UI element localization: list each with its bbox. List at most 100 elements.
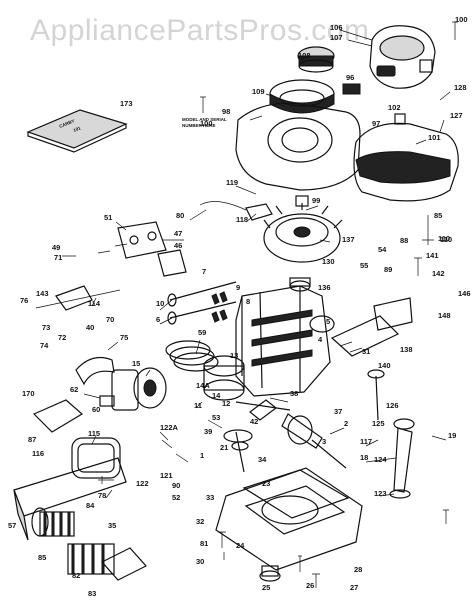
callout: 85: [38, 553, 46, 562]
callout: 128: [454, 83, 467, 92]
callout: 142: [432, 269, 445, 278]
callout: 121: [160, 471, 173, 480]
callout: 19: [448, 431, 456, 440]
callout: 40: [86, 323, 94, 332]
callout: 141: [426, 251, 439, 260]
callout: 9: [236, 283, 240, 292]
valves: [167, 281, 237, 325]
callout: 83: [88, 589, 96, 598]
callout: 35: [108, 521, 116, 530]
flywheel-key: [295, 195, 309, 207]
flywheel: [263, 203, 343, 263]
callout: 18: [360, 453, 368, 462]
callout: 140: [378, 361, 391, 370]
callout: 32: [196, 517, 204, 526]
callout: 125: [372, 419, 385, 428]
callout: 10: [156, 299, 164, 308]
owners-manual: CARBY 101: [26, 109, 128, 153]
callout-labels: 100 106 107 108 109 110 102 101 127 128 …: [8, 15, 471, 598]
oil-fill-tube: [389, 418, 415, 499]
manual-label-line1: CARBY: [59, 118, 76, 129]
callout: 23: [262, 479, 270, 488]
callout: 4: [318, 335, 323, 344]
callout: 126: [386, 401, 399, 410]
model-serial-note-line2: NUMBER HERE: [182, 123, 216, 128]
air-filter-cover: [369, 25, 436, 89]
callout: 31: [362, 347, 370, 356]
callout: 88: [400, 236, 408, 245]
callout: 54: [378, 245, 387, 254]
intake-bracket: [117, 221, 167, 259]
governor-linkage: [35, 285, 121, 311]
callout: 118: [236, 215, 248, 224]
callout: 84: [86, 501, 95, 510]
callout: 73: [42, 323, 50, 332]
callout: 1: [200, 451, 204, 460]
callout: 78: [98, 491, 106, 500]
camshaft: [223, 429, 253, 473]
throttle-cable: [75, 357, 115, 386]
callout: 21: [220, 443, 228, 452]
leader-lines: [62, 29, 451, 499]
callout: 49: [52, 243, 60, 252]
engine-base: [215, 467, 363, 571]
callout: 57: [8, 521, 16, 530]
callout: 70: [106, 315, 114, 324]
callout: 7: [202, 267, 206, 276]
carburetor: [99, 367, 167, 411]
callout: 27: [350, 583, 358, 592]
manual-label-line2: 101: [73, 125, 82, 133]
callout: 173: [120, 99, 133, 108]
cover-plate: [101, 547, 147, 581]
callout: 122A: [160, 423, 179, 432]
callout: 109: [252, 87, 265, 96]
callout: 47: [174, 229, 182, 238]
callout: 33: [206, 493, 214, 502]
callout: 42: [250, 417, 258, 426]
callout: 72: [58, 333, 66, 342]
callout: 53: [212, 413, 220, 422]
callout: 137: [342, 235, 355, 244]
callout: 26: [306, 581, 314, 590]
callout: 76: [20, 296, 28, 305]
callout: 143: [36, 289, 49, 298]
callout: 81: [200, 539, 208, 548]
callout: 59: [198, 328, 206, 337]
callout: 6: [156, 315, 160, 324]
callout: 38: [290, 389, 298, 398]
callout: 114: [88, 299, 101, 308]
callout: 62: [70, 385, 78, 394]
connecting-rod: [235, 399, 291, 421]
callout: 46: [174, 241, 182, 250]
callout: 99: [312, 196, 320, 205]
callout: 100: [455, 15, 468, 24]
air-cleaner-element: [31, 507, 75, 537]
dipstick: [367, 369, 385, 421]
callout: 82: [72, 571, 80, 580]
callout: 80: [176, 211, 184, 220]
callout: 5: [326, 317, 330, 326]
filter-gasket: [342, 83, 361, 95]
fuel-tank: [353, 113, 459, 202]
callout: 102: [388, 103, 401, 112]
blower-housing: [235, 102, 361, 191]
callout: 75: [120, 333, 128, 342]
callout: 110: [440, 235, 452, 244]
sump-gasket: [242, 469, 350, 519]
model-serial-note-line1: MODEL AND SERIAL: [182, 117, 227, 122]
callout: 115: [88, 429, 100, 438]
callout: 25: [262, 583, 270, 592]
callout: 28: [354, 565, 362, 574]
callout: 130: [322, 257, 335, 266]
callout: 37: [334, 407, 342, 416]
air-filter-element: [269, 79, 335, 114]
callout: 85: [434, 211, 442, 220]
callout: 110: [438, 234, 450, 243]
callout: 12: [222, 399, 230, 408]
callout: 14: [212, 391, 221, 400]
lower-air-cleaner: [13, 457, 127, 541]
callout: 170: [22, 389, 35, 398]
callout: 52: [172, 493, 180, 502]
callout: 122: [136, 479, 149, 488]
callout: 39: [204, 427, 212, 436]
